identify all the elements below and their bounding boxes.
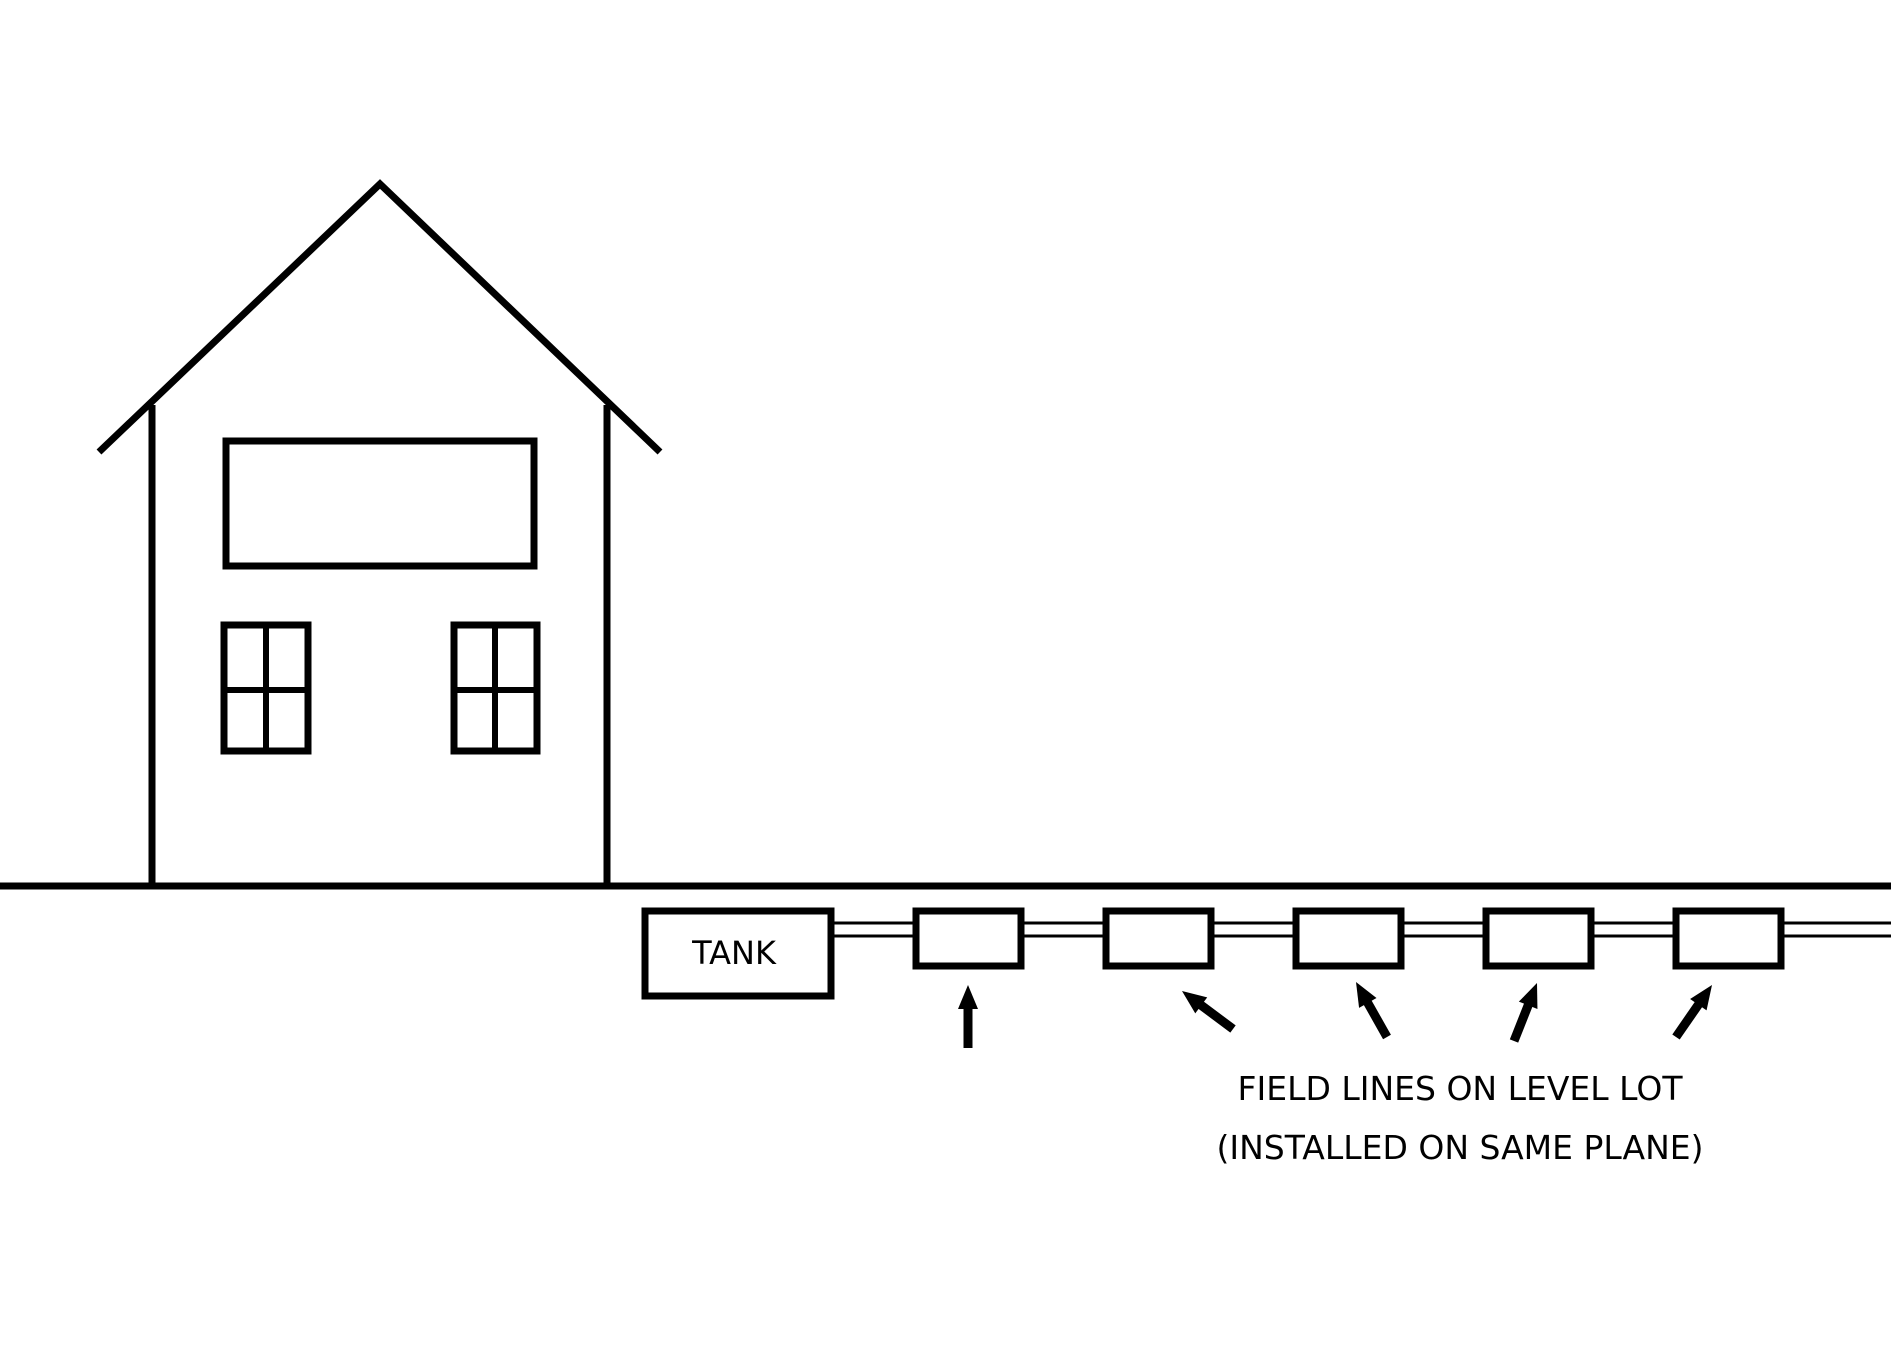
arrow-shaft <box>1362 998 1391 1040</box>
field-line-box <box>1672 907 1785 970</box>
arrow-shaft <box>1672 1000 1704 1040</box>
caption-line-2: (INSTALLED ON SAME PLANE) <box>1216 1128 1703 1167</box>
arrow-3 <box>1356 982 1391 1040</box>
field-line-boxes <box>912 907 1785 970</box>
house-window-right <box>450 621 541 755</box>
arrow-shaft <box>1196 1000 1236 1033</box>
field-line-box <box>1482 907 1595 970</box>
arrow-2 <box>1182 991 1236 1033</box>
arrow-head <box>1182 991 1208 1014</box>
house-roof <box>96 179 663 455</box>
septic-tank: TANK <box>641 907 835 1000</box>
pointer-arrows <box>958 982 1712 1048</box>
house-upper-window <box>222 437 538 570</box>
field-line-box <box>1292 907 1405 970</box>
arrow-head <box>1356 982 1377 1008</box>
house-window-left <box>220 621 312 755</box>
arrow-1 <box>958 985 978 1048</box>
field-line-box <box>912 907 1025 970</box>
house <box>96 179 663 887</box>
caption: FIELD LINES ON LEVEL LOT (INSTALLED ON S… <box>1216 1069 1703 1167</box>
tank-label: TANK <box>691 934 777 972</box>
field-line-box <box>1102 907 1215 970</box>
caption-line-1: FIELD LINES ON LEVEL LOT <box>1238 1069 1684 1108</box>
arrow-5 <box>1672 985 1712 1040</box>
arrow-head <box>958 985 978 1009</box>
arrow-4 <box>1509 983 1538 1043</box>
arrow-shaft <box>1509 1001 1534 1043</box>
arrow-head <box>1690 985 1712 1011</box>
arrow-head <box>1518 983 1538 1009</box>
